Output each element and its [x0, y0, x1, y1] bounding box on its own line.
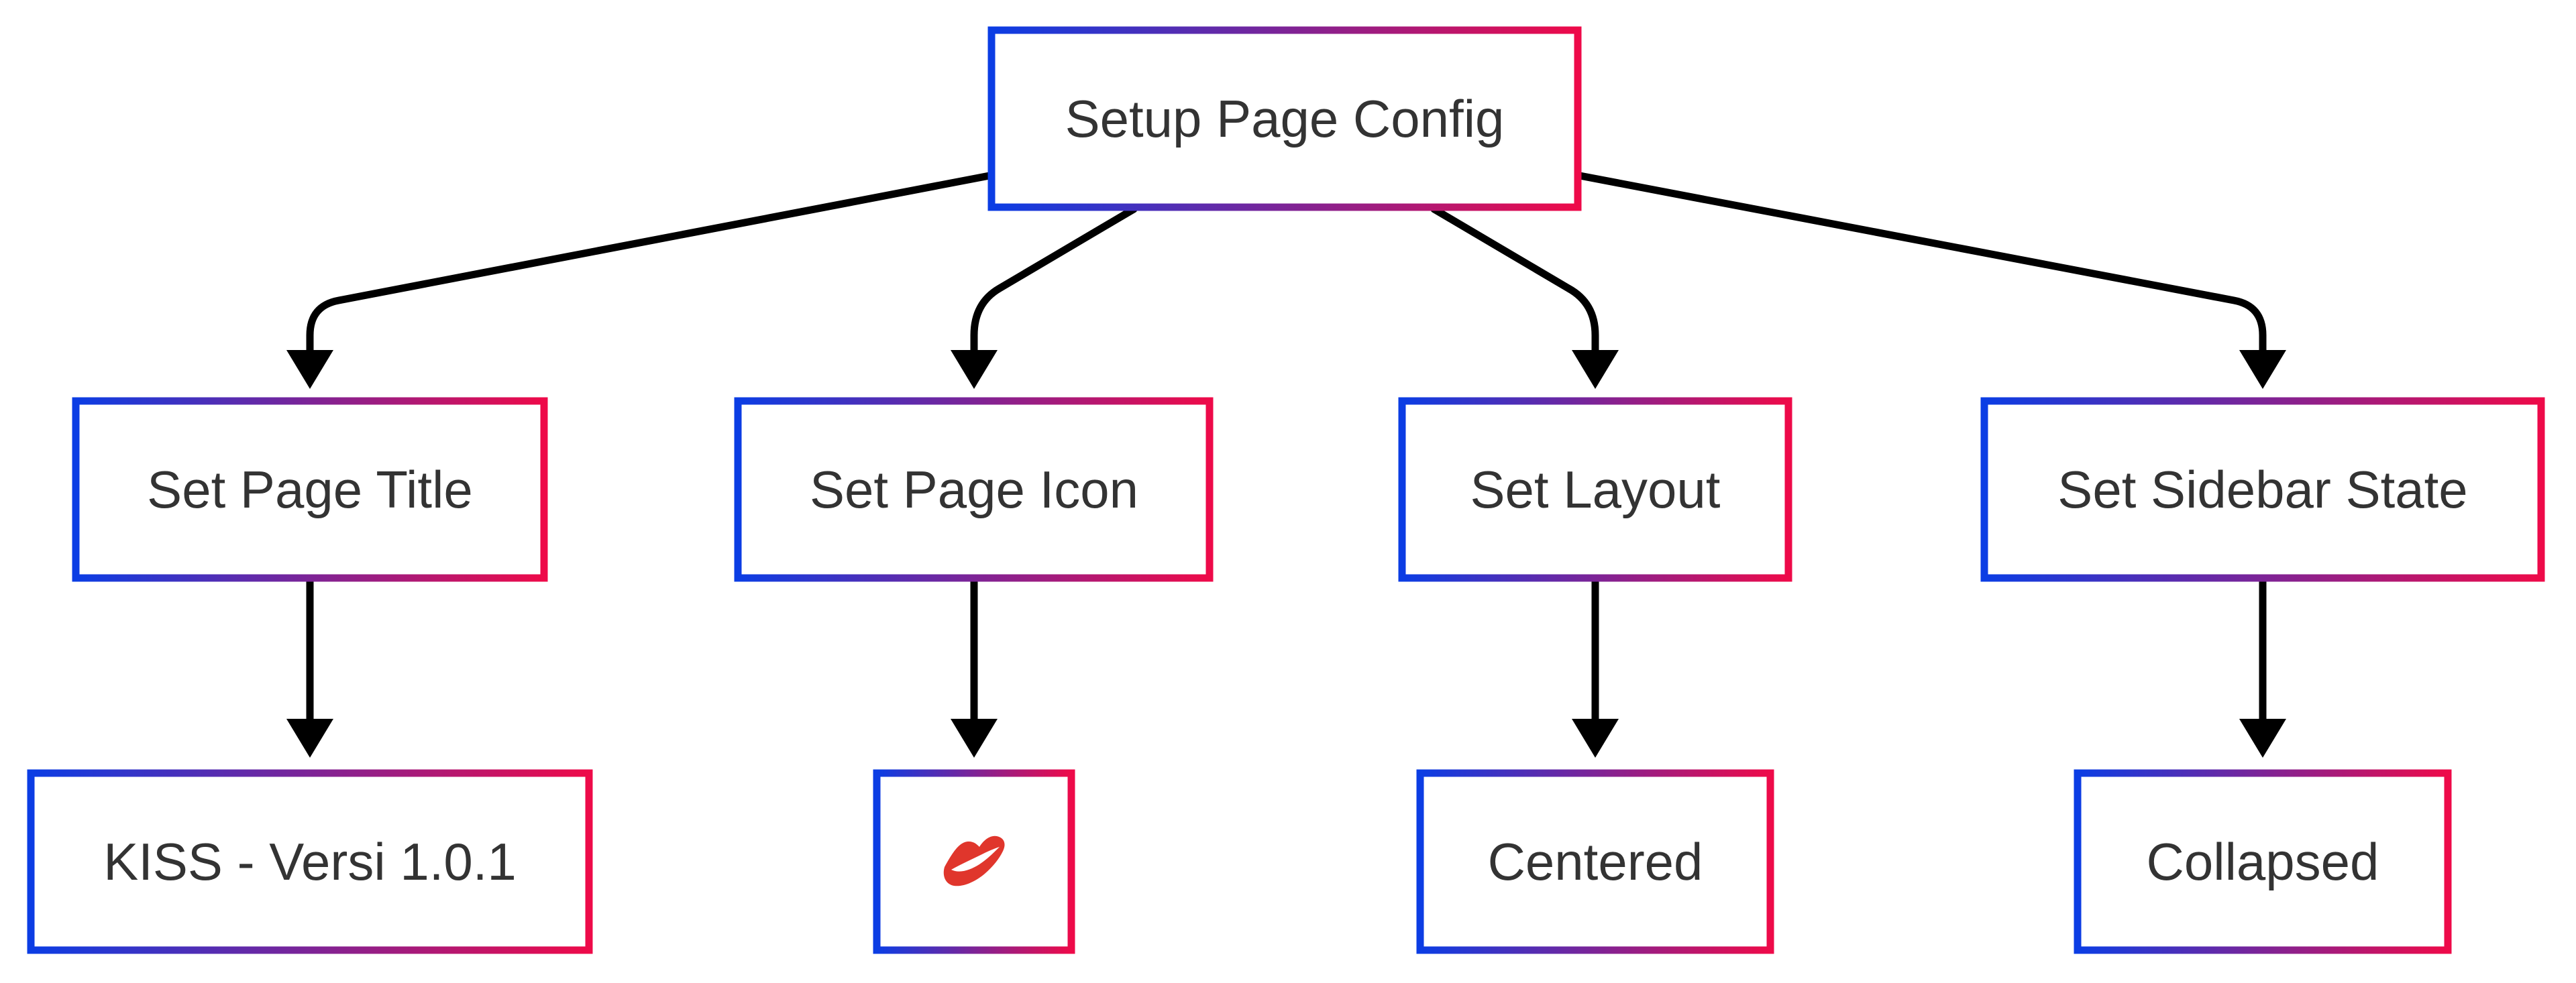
node-set-layout: Set Layout	[1398, 397, 1792, 582]
node-set-page-icon: Set Page Icon	[734, 397, 1214, 582]
node-label: Centered	[1488, 832, 1703, 891]
arrowhead-sidebar	[2239, 350, 2286, 389]
node-label: Collapsed	[2147, 832, 2379, 891]
node-label: Set Layout	[1470, 460, 1721, 519]
arrowhead-layout	[1572, 350, 1619, 389]
node-box	[72, 397, 548, 582]
edge-root-to-sidebar	[1576, 172, 2267, 359]
node-set-page-title: Set Page Title	[72, 397, 548, 582]
node-collapsed: Collapsed	[2074, 769, 2452, 954]
edges	[286, 172, 2286, 758]
node-box	[1980, 397, 2545, 582]
arrowhead-title-value	[286, 719, 333, 758]
node-kiss-versi: KISS - Versi 1.0.1	[27, 769, 593, 954]
node-box	[987, 26, 1582, 211]
node-set-sidebar-state: Set Sidebar State	[1980, 397, 2545, 582]
edge-root-to-icon	[970, 205, 1138, 359]
arrowhead-title	[286, 350, 333, 389]
node-label: Set Page Title	[147, 460, 473, 519]
arrowhead-sidebar-value	[2239, 719, 2286, 758]
node-label: Set Sidebar State	[2057, 460, 2467, 519]
edge-root-to-title	[306, 172, 994, 359]
node-centered: Centered	[1416, 769, 1774, 954]
node-kiss-icon	[873, 769, 1075, 954]
edge-root-to-layout	[1430, 205, 1599, 359]
node-label: Setup Page Config	[1065, 89, 1505, 148]
node-label: Set Page Icon	[810, 460, 1138, 519]
arrowhead-icon-value	[951, 719, 998, 758]
kiss-lips-icon	[943, 835, 1005, 886]
node-box	[2074, 769, 2452, 954]
node-box	[1416, 769, 1774, 954]
arrowhead-layout-value	[1572, 719, 1619, 758]
node-box	[27, 769, 593, 954]
node-label: KISS - Versi 1.0.1	[103, 832, 517, 891]
node-box	[1398, 397, 1792, 582]
node-setup-page-config: Setup Page Config	[987, 26, 1582, 211]
arrowhead-icon	[951, 350, 998, 389]
node-box	[734, 397, 1214, 582]
